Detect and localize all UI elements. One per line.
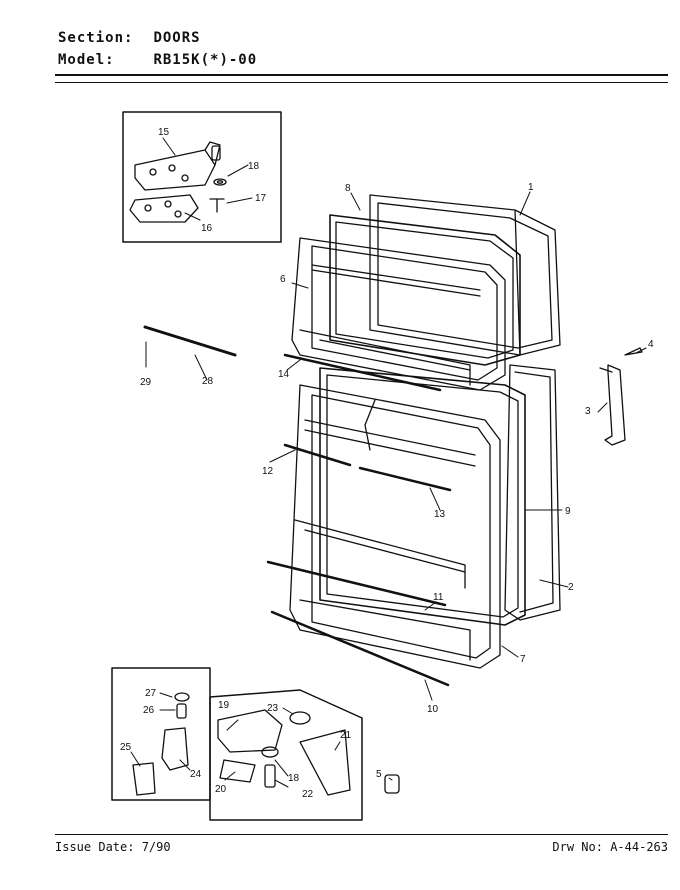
door-shelf-bar-bottom: [270, 610, 450, 687]
door-shelf-bar-middle: [266, 560, 447, 607]
callout-15: 15: [158, 127, 170, 138]
callout-4: 4: [648, 339, 654, 350]
freezer-door-panel: [369, 194, 561, 356]
model-value: RB15K(*)-00: [153, 52, 258, 68]
door-handle: [599, 364, 626, 446]
fresh-food-door-gasket: [319, 367, 526, 626]
callout-28: 28: [202, 376, 214, 387]
freezer-door-liner: [291, 237, 506, 391]
section-value: DOORS: [153, 30, 201, 46]
callout-16: 16: [201, 223, 213, 234]
fresh-food-door-panel: [504, 364, 561, 621]
callout-21: 21: [340, 730, 352, 741]
callout-labels: 1 2 3 4 5 6 7 8 9 10 11 12 13 14 15 16 1…: [120, 127, 654, 800]
callout-18-top: 18: [248, 161, 260, 172]
callout-11: 11: [433, 592, 444, 603]
issue-date: Issue Date: 7/90: [55, 840, 171, 854]
fresh-food-door-liner: [289, 384, 501, 669]
section-row: Section: DOORS: [58, 30, 201, 46]
callout-8: 8: [345, 183, 351, 194]
top-hinge-inset: [122, 111, 282, 243]
callout-10: 10: [427, 704, 439, 715]
callout-1: 1: [528, 182, 534, 193]
callout-20: 20: [215, 784, 227, 795]
callout-12: 12: [262, 466, 274, 477]
callout-19: 19: [218, 700, 230, 711]
callout-24: 24: [190, 769, 202, 780]
drawing-number: Drw No: A-44-263: [552, 840, 668, 854]
callout-13: 13: [434, 509, 446, 520]
callout-7: 7: [520, 654, 526, 665]
callout-29: 29: [140, 377, 152, 388]
callout-leaders: [130, 137, 647, 788]
callout-23: 23: [267, 703, 279, 714]
callout-26: 26: [143, 705, 155, 716]
callout-17: 17: [255, 193, 267, 204]
header-rule-bottom: [55, 82, 668, 83]
callout-27: 27: [145, 688, 157, 699]
separate-trim-bar: [143, 325, 237, 357]
footer-rule: [55, 834, 668, 835]
callout-6: 6: [280, 274, 286, 285]
dairy-bar-left: [283, 443, 352, 467]
section-label: Section:: [58, 30, 134, 46]
bottom-hinge-inset-right: [209, 689, 400, 821]
callout-5: 5: [376, 769, 382, 780]
callout-9: 9: [565, 506, 571, 517]
bottom-hinge-inset-left: [111, 667, 211, 801]
callout-22: 22: [302, 789, 314, 800]
model-label: Model:: [58, 52, 115, 68]
freezer-door-gasket: [329, 214, 521, 366]
model-row: Model: RB15K(*)-00: [58, 52, 257, 68]
callout-25: 25: [120, 742, 132, 753]
callout-18-bottom: 18: [288, 773, 300, 784]
callout-14: 14: [278, 369, 290, 380]
header-rule-top: [55, 74, 668, 76]
callout-3: 3: [585, 406, 591, 417]
callout-2: 2: [568, 582, 574, 593]
dairy-bar-right: [358, 466, 452, 492]
